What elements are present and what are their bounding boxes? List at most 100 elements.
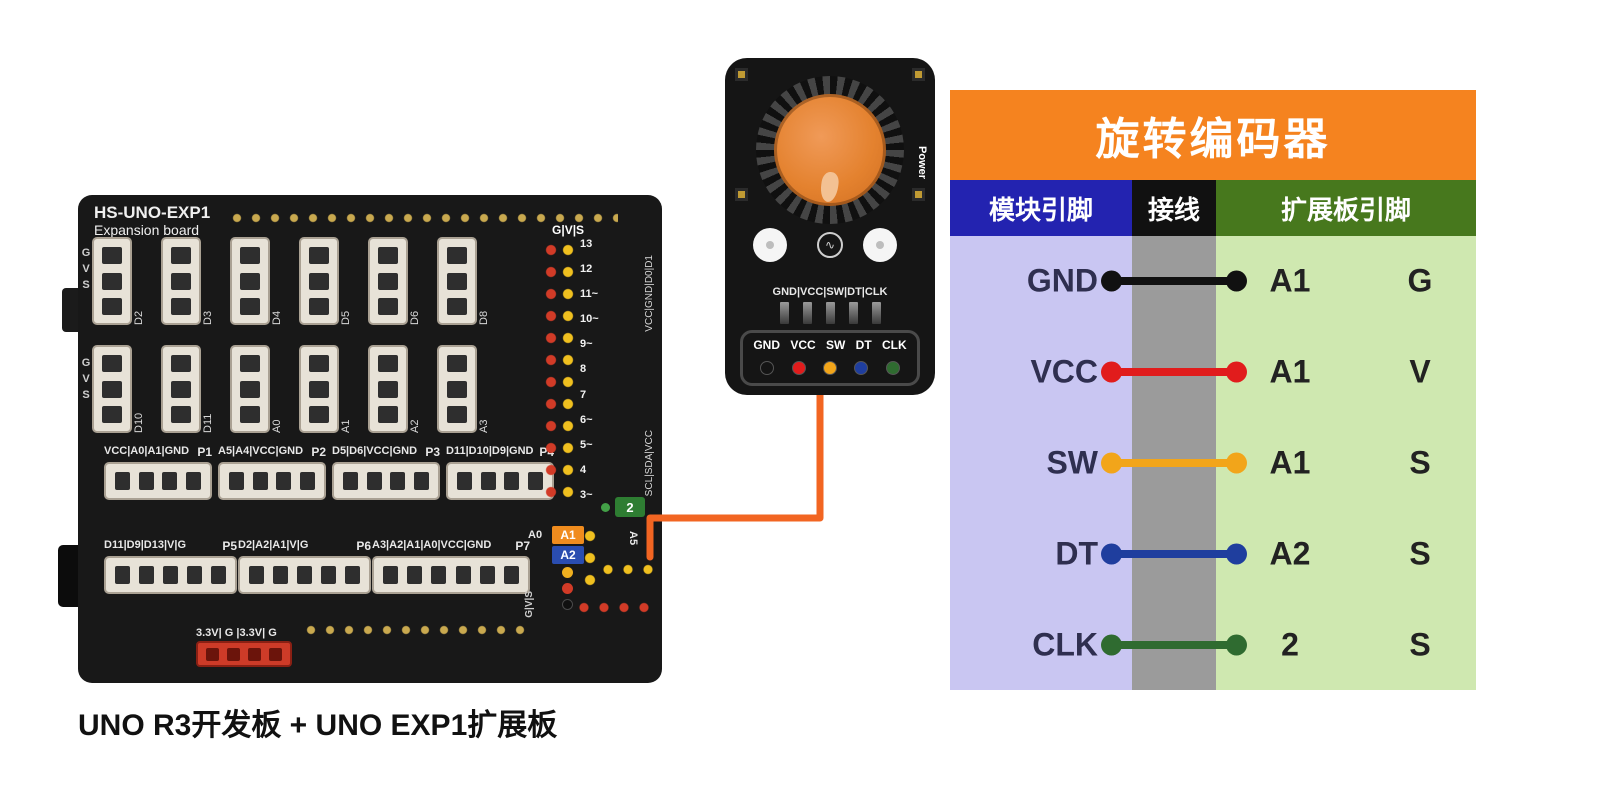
pin-slot: [171, 380, 191, 398]
side-pin-label: VCC|GND|D0|D1: [644, 255, 655, 332]
connector-housing: [368, 237, 408, 325]
connector-3pin: D4: [230, 237, 283, 333]
pin-slot: [139, 566, 154, 584]
module-pin-label: DT: [855, 338, 872, 352]
connector-housing: [332, 462, 440, 500]
yellow-pin-header: [561, 239, 575, 501]
pin-slot: [503, 566, 519, 584]
digital-pin-label: 12: [580, 263, 593, 276]
pin-slot: [447, 247, 467, 265]
pin-slot: [431, 566, 447, 584]
pin-slot: [504, 472, 520, 490]
pin-slot: [171, 355, 191, 373]
wire-endpoint: [1226, 634, 1247, 656]
connector-housing: [372, 556, 530, 594]
connector-3pin: D2: [92, 237, 145, 333]
connector-label: D4: [271, 310, 283, 325]
port-name: P2: [311, 445, 326, 459]
pin-slot: [383, 566, 399, 584]
pin-slot: [378, 247, 398, 265]
connector-3pin: D5: [299, 237, 352, 333]
mounting-hole: [863, 228, 897, 262]
pin-slot: [114, 472, 130, 490]
port-pins-label: D5|D6|VCC|GND: [332, 445, 418, 457]
connector-3pin: D6: [368, 237, 421, 333]
pin-slot: [447, 297, 467, 315]
connector-housing: [368, 345, 408, 433]
connector-housing: [161, 237, 201, 325]
connector-housing: [92, 237, 132, 325]
port-name: P1: [197, 445, 212, 459]
module-pin-dot: [822, 361, 837, 375]
pin-slot: [342, 472, 358, 490]
module-pin-name: SW: [1046, 444, 1098, 481]
digital-pin-label: 13: [580, 238, 593, 250]
pin-slot: [171, 405, 191, 423]
pin-slot: [206, 647, 219, 661]
yellow-pin-dot: [562, 567, 573, 578]
encoder-knob[interactable]: [774, 94, 886, 206]
pin-type: S: [1409, 444, 1431, 481]
header-pin: [779, 302, 789, 324]
module-pin-label: CLK: [882, 338, 907, 352]
pin-slot: [390, 472, 406, 490]
gvs-label: G|V|S: [524, 591, 535, 618]
digital-pin-label: 6~: [580, 413, 593, 426]
header-pin: [871, 302, 881, 324]
board-pin-name: A2: [1269, 535, 1311, 572]
connector-3pin: D10: [92, 345, 145, 441]
pin-slot: [479, 566, 495, 584]
module-pin-name: GND: [1026, 262, 1098, 299]
a0-pin-label: A0: [528, 529, 543, 541]
board-pin-name: A1: [1269, 262, 1311, 299]
connector-3pin: D11: [161, 345, 214, 441]
pin-slot: [309, 247, 329, 265]
usb-port: [62, 288, 82, 332]
board-subtitle: Expansion board: [94, 222, 200, 238]
connector-housing: [230, 237, 270, 325]
pin-slot: [102, 272, 122, 290]
power-rail-label: 3.3V| G |3.3V| G: [196, 627, 277, 639]
wire-endpoint: [1101, 452, 1122, 474]
port-pins-label: D11|D10|D9|GND: [446, 445, 534, 457]
wire-endpoint: [1101, 361, 1122, 383]
digital-pin-label: 4: [580, 463, 587, 476]
pin-slot: [321, 566, 336, 584]
module-pin-label: GND: [753, 338, 780, 352]
port-pins-label: D11|D9|D13|V|G: [104, 539, 187, 551]
port-name: P7: [515, 539, 530, 553]
solder-pad: [735, 188, 748, 201]
pin-slot: [378, 405, 398, 423]
pin-slot: [249, 566, 264, 584]
pin-slot: [115, 566, 130, 584]
header-pin: [848, 302, 858, 324]
red-pin-header: [574, 601, 658, 614]
pin-slot: [297, 566, 312, 584]
pin-slot: [163, 566, 178, 584]
wire-endpoint: [1101, 270, 1122, 292]
wire-endpoint: [1101, 543, 1122, 565]
connector-3pin: D8: [437, 237, 490, 333]
connector-housing: [161, 345, 201, 433]
red-pin-header: [544, 239, 558, 501]
side-pin-label: SCL|SDA|VCC: [644, 430, 655, 497]
connector-3pin: A2: [368, 345, 421, 441]
encoder-knob-ring: [756, 76, 904, 224]
wire-endpoint: [1101, 634, 1122, 656]
pin-slot: [309, 272, 329, 290]
